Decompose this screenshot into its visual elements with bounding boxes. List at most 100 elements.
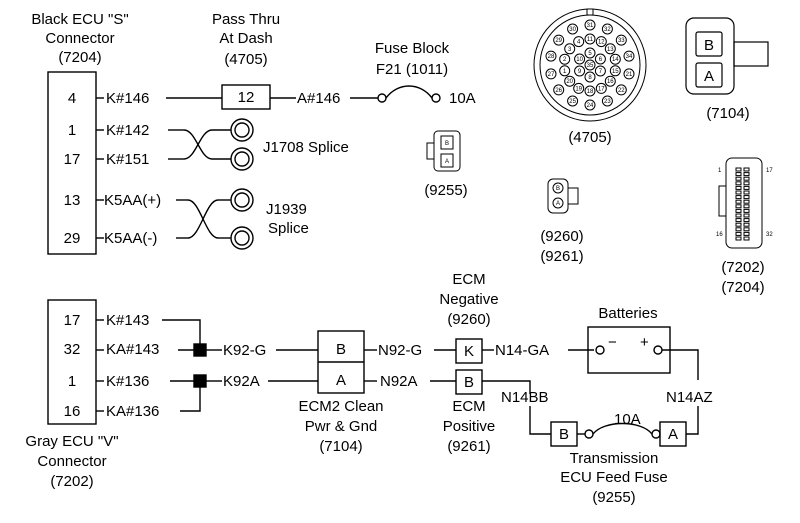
pass-thru-title-1: Pass Thru — [212, 11, 280, 28]
connector-4705-cavity — [564, 43, 576, 55]
wire-label: A#146 — [297, 90, 340, 107]
fuse-rating: 10A — [449, 90, 476, 107]
j1939-label-1: J1939 — [266, 201, 307, 218]
ecm2-title-2: Pwr & Gnd — [305, 418, 378, 435]
connector-7202-cavity — [735, 236, 742, 241]
connector-7202-label-2: (7204) — [721, 279, 764, 296]
pass-thru-title-3: (4705) — [224, 51, 267, 68]
ecu-s-title-3: (7204) — [58, 49, 101, 66]
fuse-block-title-2: F21 (1011) — [376, 61, 448, 78]
wire-label: K#142 — [106, 122, 149, 139]
connector-7104-label: (7104) — [706, 105, 749, 122]
trans-fuse-rating: 10A — [614, 411, 641, 428]
connector-7202-cavity — [735, 190, 742, 195]
connector-7202: 1 17 16 32 (7202) (7204) — [716, 157, 773, 296]
wire-label: N14BB — [501, 389, 549, 406]
connector-4705-pin-number: 7 — [599, 69, 603, 75]
wire-label: K#146 — [106, 90, 149, 107]
wire-label: N14AZ — [666, 389, 713, 406]
wire-label: K#143 — [106, 312, 149, 329]
wire-label: N14-GA — [495, 342, 549, 359]
ecu-v-title-1: Gray ECU "V" — [25, 433, 118, 450]
connector-4705-pin-number: 26 — [555, 88, 562, 94]
connector-4705-cavity — [573, 36, 585, 48]
splice-block — [193, 374, 207, 388]
wire-label: N92-G — [378, 342, 422, 359]
connector-4705-cavity — [567, 95, 579, 107]
connector-4705-pin-number: 13 — [607, 47, 614, 53]
wire-label: KA#143 — [106, 341, 159, 358]
wire-label: K5AA(-) — [104, 230, 157, 247]
connector-4705-cavity — [623, 50, 635, 62]
connector-7104-pin: B — [704, 37, 714, 54]
ecm-pos-pin: B — [464, 374, 474, 391]
connector-4705-pin-number: 15 — [612, 69, 619, 75]
connector-7202-cavity — [743, 190, 750, 195]
connector-4705-label: (4705) — [568, 129, 611, 146]
connector-4705-pin-number: 29 — [555, 38, 562, 44]
ecu-s-pin: 4 — [68, 90, 76, 107]
connector-9255-label: (9255) — [424, 182, 467, 199]
ecm-neg-title-3: (9260) — [447, 311, 490, 328]
connector-7202-cavity — [735, 199, 742, 204]
connector-4705-cavity — [573, 82, 585, 94]
connector-4705-pin-number: 22 — [618, 88, 625, 94]
connector-7202-label-1: (7202) — [721, 259, 764, 276]
connector-9260-pin: B — [556, 186, 560, 192]
connector-4705-pin-number: 30 — [569, 27, 576, 33]
connector-7202-cavity — [735, 208, 742, 213]
ecm2-connector: B A ECM2 Clean Pwr & Gnd (7104) — [298, 330, 384, 455]
connector-9260-label-2: (9261) — [540, 248, 583, 265]
connector-4705-cavity — [595, 82, 607, 94]
connector-4705-cavity — [623, 68, 635, 80]
connector-4705-cavity — [609, 65, 621, 77]
connector-4705-pin-number: 18 — [587, 89, 594, 95]
connector-4705-pin-number: 5 — [588, 51, 592, 57]
trans-fuse: N14BB N14AZ B 10A A Transmission ECU Fee… — [501, 389, 713, 506]
connector-4705-pin-number: 16 — [607, 79, 614, 85]
connector-4705-cavity — [615, 34, 627, 46]
battery-neg-sign: − — [608, 334, 617, 351]
fuse-symbol — [385, 85, 433, 99]
connector-4705-cavity — [584, 71, 596, 83]
connector-4705-pin-number: 28 — [548, 54, 555, 60]
connector-4705-cavity — [559, 65, 571, 77]
trans-fuse-symbol — [592, 422, 653, 435]
connector-7202-pin-number: 17 — [766, 168, 773, 174]
ecm-neg-pos: N92-G ECM Negative (9260) K N14-GA N92A … — [378, 271, 594, 455]
battery-pos-sign: + — [640, 334, 649, 351]
connector-7202-cavity — [743, 231, 750, 236]
connector-4705-pin-number: 35 — [587, 63, 594, 69]
j1939-splice: J1939 Splice — [176, 188, 309, 250]
connector-7202-cavity — [743, 204, 750, 209]
connector-4705-pin-number: 8 — [588, 75, 592, 81]
connector-7104-pin: A — [704, 68, 714, 85]
connector-9260: B A (9260) (9261) — [540, 178, 584, 265]
ecu-s-pin: 1 — [68, 122, 76, 139]
connector-4705-cavity — [564, 75, 576, 87]
connector-7202-cavity — [743, 176, 750, 181]
pass-thru-pin: 12 — [238, 89, 255, 106]
connector-4705-cavity — [604, 75, 616, 87]
connector-9260-pin: A — [556, 201, 560, 207]
pass-thru-pin-box — [221, 84, 271, 110]
connector-7202-cavity — [743, 218, 750, 223]
connector-4705-pin-number: 10 — [576, 57, 583, 63]
connector-7202-pin-number: 16 — [716, 232, 723, 238]
wire-label: K92A — [223, 373, 260, 390]
connector-7202-cavity — [743, 208, 750, 213]
connector-4705-cavity — [574, 65, 586, 77]
connector-9260-label-1: (9260) — [540, 228, 583, 245]
ecm2-pin: B — [336, 341, 346, 358]
k146-circuit: Pass Thru At Dash (4705) 12 A#146 Fuse B… — [166, 11, 476, 110]
connector-7202-cavity — [743, 236, 750, 241]
ecu-s-box — [47, 71, 97, 255]
ecu-v-pin: 17 — [64, 312, 81, 329]
connector-4705-pin-number: 20 — [566, 79, 573, 85]
pass-thru-title-2: At Dash — [219, 30, 272, 47]
connector-4705-pin-number: 23 — [604, 99, 611, 105]
connector-4705-pin-number: 11 — [587, 37, 594, 43]
connector-9255: B A (9255) — [424, 130, 468, 199]
